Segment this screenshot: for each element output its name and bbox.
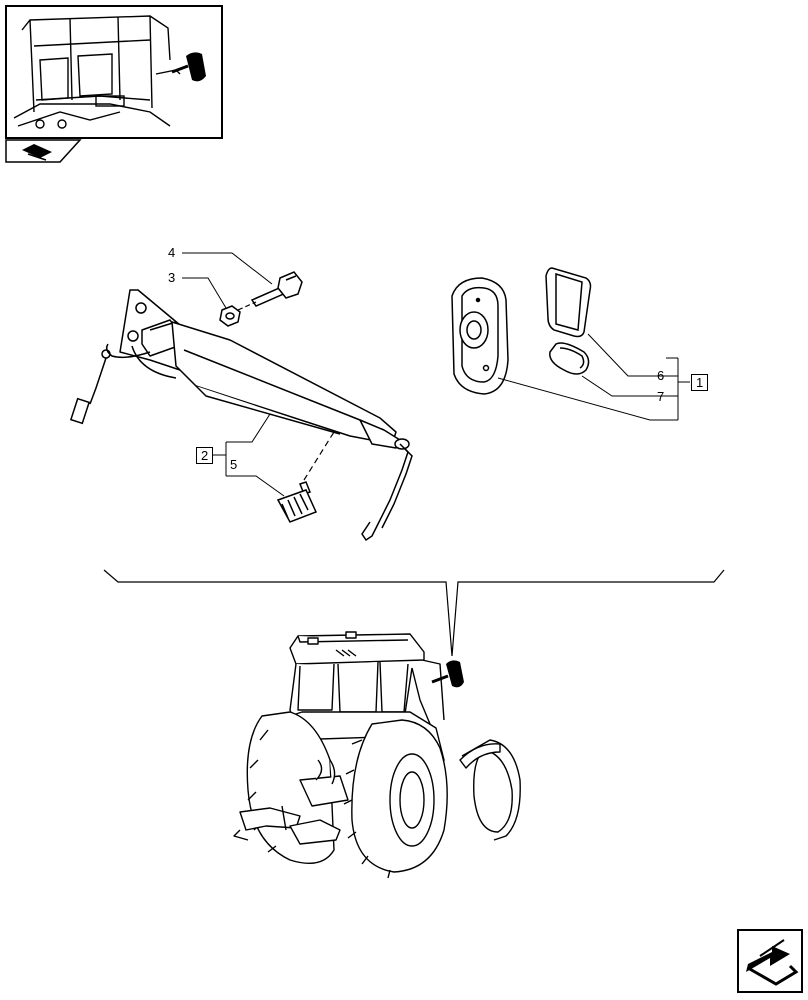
arm-cable-left [69, 343, 177, 425]
bolt-assembly-line [237, 301, 257, 311]
knob-assembly-line [303, 431, 335, 481]
mirror-housing [451, 277, 509, 395]
mirror-glass [545, 267, 592, 338]
nut [219, 305, 241, 327]
thumbnail-cab-drawing [13, 15, 181, 129]
adjust-knob [276, 481, 318, 523]
leader-lines [182, 252, 690, 497]
callout-3: 3 [168, 270, 176, 285]
bolt [250, 271, 303, 307]
thumbnail-inset[interactable] [5, 5, 223, 139]
tractor-mirror [431, 660, 464, 688]
callout-6: 6 [657, 368, 665, 383]
mirror-arm [119, 289, 410, 450]
next-page-arrow-icon[interactable] [737, 929, 803, 993]
page-flip-icon[interactable] [5, 139, 82, 163]
callout-5: 5 [230, 457, 238, 472]
location-bracket [103, 569, 725, 657]
tractor-rear-view [233, 631, 521, 879]
thumbnail-mirror [171, 52, 206, 82]
callout-7: 7 [657, 389, 665, 404]
callout-2: 2 [196, 447, 214, 464]
callout-4: 4 [168, 245, 176, 260]
callout-1: 1 [691, 374, 709, 391]
arm-hook-rod [361, 443, 413, 542]
convex-mirror [549, 342, 590, 375]
